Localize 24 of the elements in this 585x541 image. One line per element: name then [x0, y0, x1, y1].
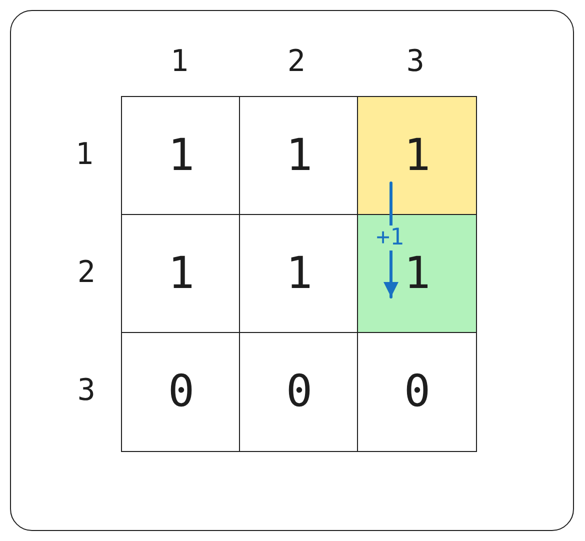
column-header: 2 — [287, 47, 306, 78]
cell-value: 0 — [168, 370, 194, 414]
table-cell — [357, 214, 477, 334]
cell-value: 1 — [404, 252, 430, 296]
cell-value: 1 — [286, 252, 312, 296]
row-header: 2 — [77, 258, 96, 288]
column-header: 1 — [170, 47, 188, 78]
cell-value: 1 — [168, 252, 194, 296]
cell-value: 1 — [404, 134, 430, 178]
column-header: 3 — [406, 47, 424, 78]
table-cell — [357, 332, 477, 452]
cell-value: 1 — [286, 134, 312, 178]
table-cell — [239, 214, 359, 334]
cell-value: 1 — [168, 134, 194, 178]
table-cell — [357, 96, 477, 216]
row-header: 1 — [75, 140, 94, 170]
table-cell — [239, 332, 359, 452]
table-cell — [121, 214, 241, 334]
table-cell — [121, 332, 241, 452]
cell-value: 0 — [286, 370, 312, 414]
row-header: 3 — [77, 376, 96, 406]
table-cell — [239, 96, 359, 216]
cell-value: 0 — [404, 370, 430, 414]
table-cell — [121, 96, 241, 216]
